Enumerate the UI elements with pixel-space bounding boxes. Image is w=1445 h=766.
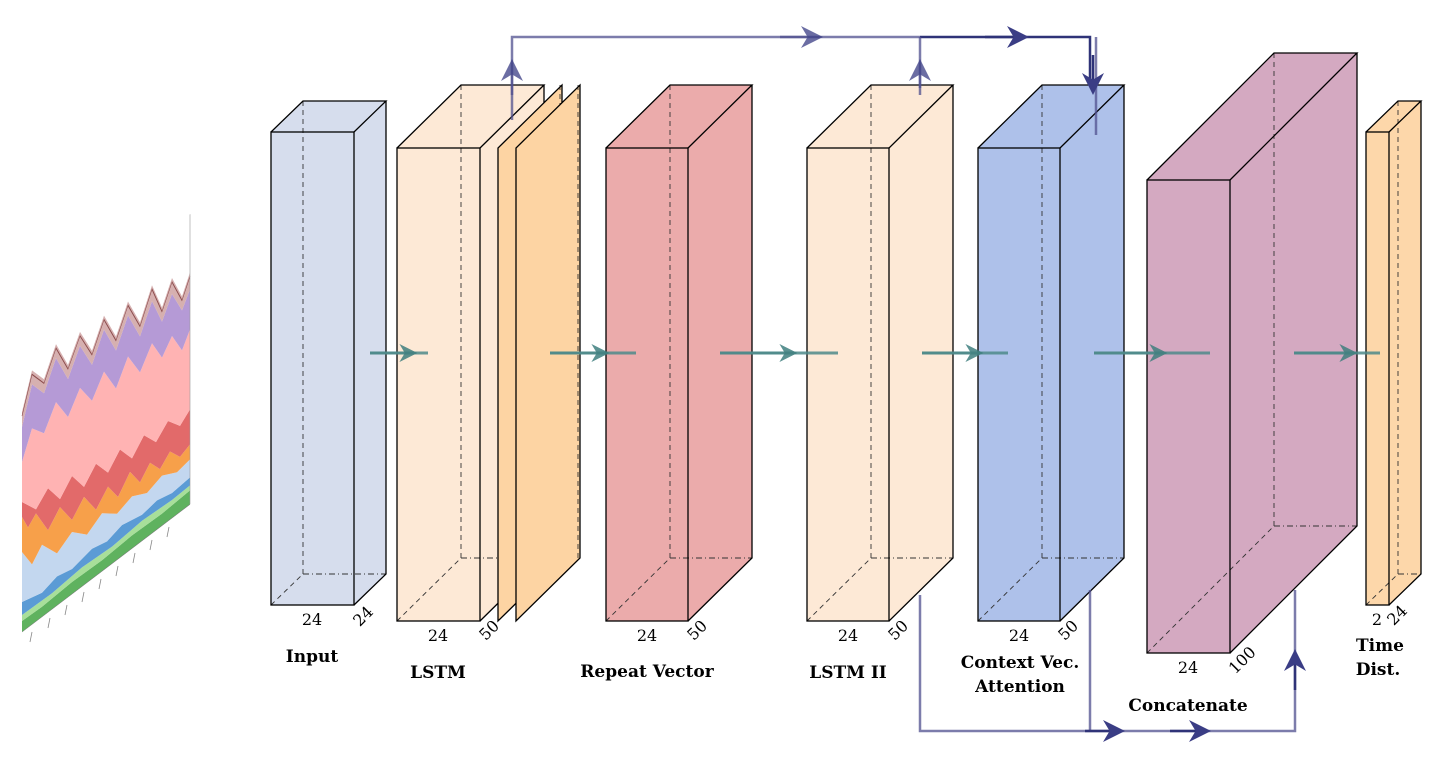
timedist-block-top-face: [1366, 101, 1421, 132]
concat-block-side-face: [1230, 53, 1357, 653]
time-label: Time: [1356, 636, 1404, 656]
context-block: [977, 84, 1126, 622]
timedist-block-side-face: [1389, 101, 1421, 605]
series-area-7: [22, 329, 190, 510]
input-block-front-face: [271, 132, 354, 605]
concat-block-front-face: [1147, 180, 1230, 653]
input-time-series-plot: [21, 214, 191, 643]
series-area-5: [22, 444, 190, 565]
lstm2-dim-width: 24: [838, 626, 858, 645]
series-area-8: [22, 289, 190, 462]
repeat-block-front-face: [606, 148, 688, 621]
series-area-2: [22, 485, 190, 621]
repeat-vector-label: Repeat Vector: [580, 662, 714, 682]
input-block: [270, 100, 388, 606]
context-block-front-face: [978, 148, 1060, 621]
lstm-dim-width: 24: [428, 626, 448, 645]
series-area-6: [22, 409, 190, 531]
repeat-block-top-face: [606, 85, 752, 148]
input-label: Input: [286, 647, 339, 667]
series-area-3: [22, 477, 190, 615]
plot-x-ticks: [29, 526, 170, 643]
plot-baseline: [22, 504, 190, 633]
timedist-block-front-face: [1366, 132, 1389, 605]
concat-block: [1146, 52, 1359, 654]
timedist-block: [1365, 100, 1423, 606]
context-block-top-face: [978, 85, 1124, 148]
lstm-block-top-face: [397, 85, 544, 148]
series-area-1: [22, 490, 190, 632]
concat-dim-width: 24: [1178, 658, 1198, 677]
repeat-dim-width: 24: [637, 626, 657, 645]
skip-connection-top: [501, 26, 1104, 135]
dist-label: Dist.: [1356, 660, 1401, 680]
context-block-side-face: [1060, 85, 1124, 621]
lstm2-block: [806, 84, 955, 622]
context-vector-label: Context Vec.: [961, 653, 1080, 673]
context-dim-width: 24: [1009, 626, 1029, 645]
attention-label: Attention: [974, 677, 1065, 697]
lstm2-block-side-face: [889, 85, 953, 621]
lstm-stack-slab-2-face: [516, 85, 580, 621]
block-labels: Input LSTM Repeat Vector LSTM II Context…: [286, 636, 1404, 716]
lstm-label: LSTM: [410, 663, 466, 683]
concat-block-top-face: [1147, 53, 1357, 180]
input-dim-depth: 24: [349, 602, 377, 630]
lstm-ii-label: LSTM II: [809, 663, 887, 683]
input-dim-width: 24: [302, 610, 322, 629]
series-area-4: [22, 459, 190, 602]
input-block-top-face: [271, 101, 386, 132]
lstm2-block-front-face: [807, 148, 889, 621]
timedist-dim-width: 2: [1372, 610, 1382, 629]
lstm-block-front-face: [397, 148, 480, 621]
lstm-stack-slab-2: [515, 83, 581, 623]
series-line-top: [21, 276, 191, 417]
series-area-9: [22, 272, 190, 427]
lstm2-block-top-face: [807, 85, 953, 148]
concatenate-label: Concatenate: [1128, 696, 1247, 716]
skip-connection-bottom: [918, 590, 1306, 742]
